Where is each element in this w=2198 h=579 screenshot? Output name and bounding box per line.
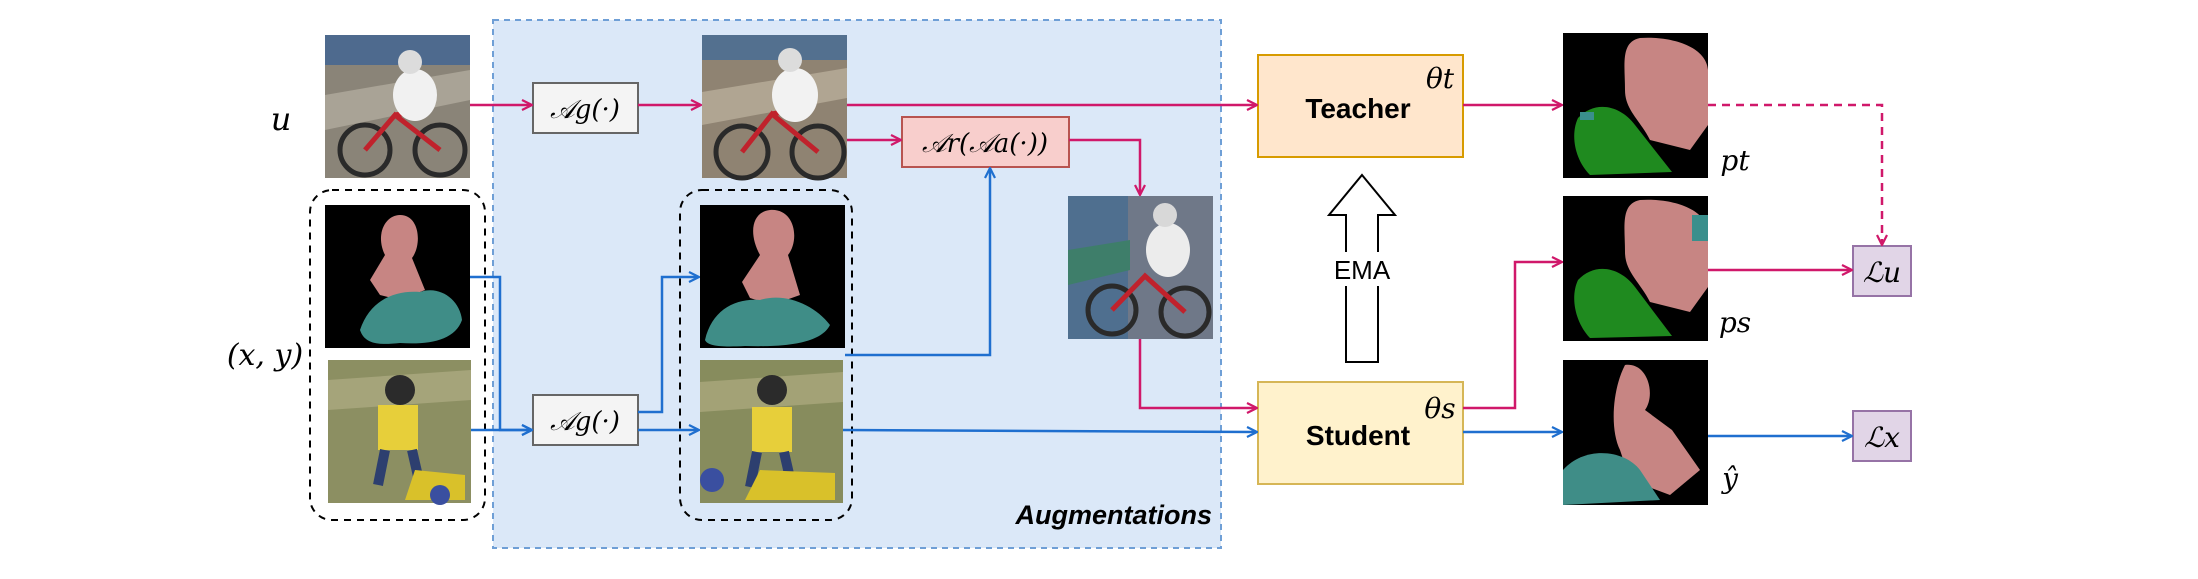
mix-augmentation: 𝒜r(𝒜a(·)) [901,116,1070,168]
student-pred-label: ps [1719,306,1751,339]
student-params: θs [1424,392,1455,425]
teacher-model: Teacher θt [1257,54,1464,158]
unlabeled-input-label: u [271,100,292,138]
arrow-student-to-ps [1463,262,1561,410]
svg-text:𝒜r(𝒜a(·)): 𝒜r(𝒜a(·)) [922,129,1048,159]
mixed-image [1068,196,1213,339]
arrow-aug-to-augmask [638,277,698,414]
augmented-labeled-mask [700,205,845,348]
arrow-mix-to-mixed [1069,138,1140,194]
labeled-image [328,360,471,505]
geometric-augmentation-bottom: 𝒜g(·) [532,394,639,446]
teacher-params: θt [1426,62,1455,95]
svg-text:ℒx: ℒx [1864,421,1900,454]
svg-text:Student: Student [1306,420,1410,451]
svg-text:ℒu: ℒu [1863,256,1901,289]
unsupervised-loss: ℒu [1852,245,1912,297]
svg-text:𝒜g(·): 𝒜g(·) [550,95,620,125]
teacher-pred-label: pt [1720,144,1750,177]
labeled-input-group [309,189,486,521]
student-prediction-mask [1563,196,1708,341]
student-model: Student θs [1257,381,1464,485]
teacher-prediction-mask [1563,33,1708,178]
ground-truth-label: ŷ [1720,462,1739,495]
ground-truth-mask [1563,360,1708,505]
arrow-labeled-to-mix [845,169,990,357]
svg-text:Teacher: Teacher [1305,93,1410,124]
geometric-augmentation-top: 𝒜g(·) [532,82,639,134]
arrow-pt-to-lossu [1708,103,1882,244]
labeled-input-label: (x, y) [227,338,303,373]
ema-update-arrow: EMA [1325,173,1399,363]
augmentations-label: Augmentations [1014,500,1212,530]
supervised-loss: ℒx [1852,410,1912,462]
svg-text:𝒜g(·): 𝒜g(·) [550,407,620,437]
labeled-mask [325,205,470,348]
arrow-mixed-to-student [1138,339,1256,408]
arrow-augimg-to-student [842,430,1256,432]
augmented-unlabeled-image [702,35,847,181]
svg-text:EMA: EMA [1334,255,1391,285]
unlabeled-image [325,35,470,178]
augmented-labeled-image [700,360,843,503]
